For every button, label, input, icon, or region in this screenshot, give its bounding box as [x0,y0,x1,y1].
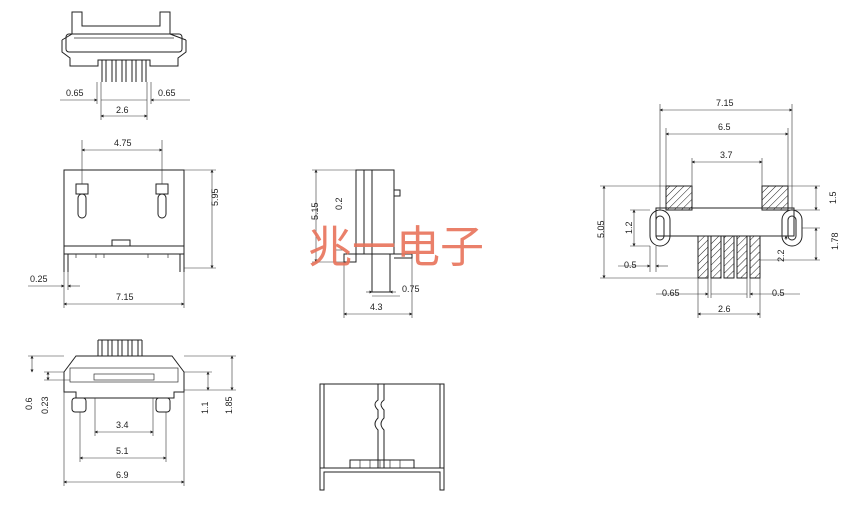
dim-5.95: 5.95 [210,188,220,206]
dim-0.65-left: 0.65 [66,88,84,98]
rear-view [28,339,236,486]
dim-5.05: 5.05 [596,220,606,238]
dim-0.65-footprint: 0.65 [662,288,680,298]
dim-5.15: 5.15 [310,202,320,220]
dim-1.78: 1.78 [830,232,840,250]
dim-3.7: 3.7 [720,150,733,160]
dim-0.25: 0.25 [30,274,48,284]
dim-0.2: 0.2 [334,197,344,210]
dim-4.75: 4.75 [114,138,132,148]
dim-1.1: 1.1 [200,401,210,414]
dim-5.1: 5.1 [116,446,129,456]
dim-2.2: 2.2 [776,249,786,262]
top-view [319,383,445,491]
dim-7.15-front: 7.15 [116,292,134,302]
dim-6.5: 6.5 [718,122,731,132]
dim-7.15-footprint: 7.15 [716,98,734,108]
side-view [312,169,413,318]
pcb-footprint [600,104,820,318]
dim-0.65-right: 0.65 [158,88,176,98]
dim-0.75: 0.75 [402,284,420,294]
board-view [28,140,216,308]
dim-1.2: 1.2 [624,221,634,234]
dim-0.23: 0.23 [40,396,50,414]
dim-1.5: 1.5 [828,191,838,204]
dim-2.6-footprint: 2.6 [718,304,731,314]
dim-0.5-right: 0.5 [772,288,785,298]
dim-1.85: 1.85 [224,396,234,414]
dim-4.3: 4.3 [370,302,383,312]
dim-2.6: 2.6 [116,105,129,115]
dim-3.4: 3.4 [116,420,129,430]
dim-0.5-left: 0.5 [624,260,637,270]
watermark-text: 兆一电子 [308,222,484,273]
dim-6.9: 6.9 [116,470,129,480]
front-view-connector [60,11,190,120]
dim-0.6: 0.6 [24,397,34,410]
